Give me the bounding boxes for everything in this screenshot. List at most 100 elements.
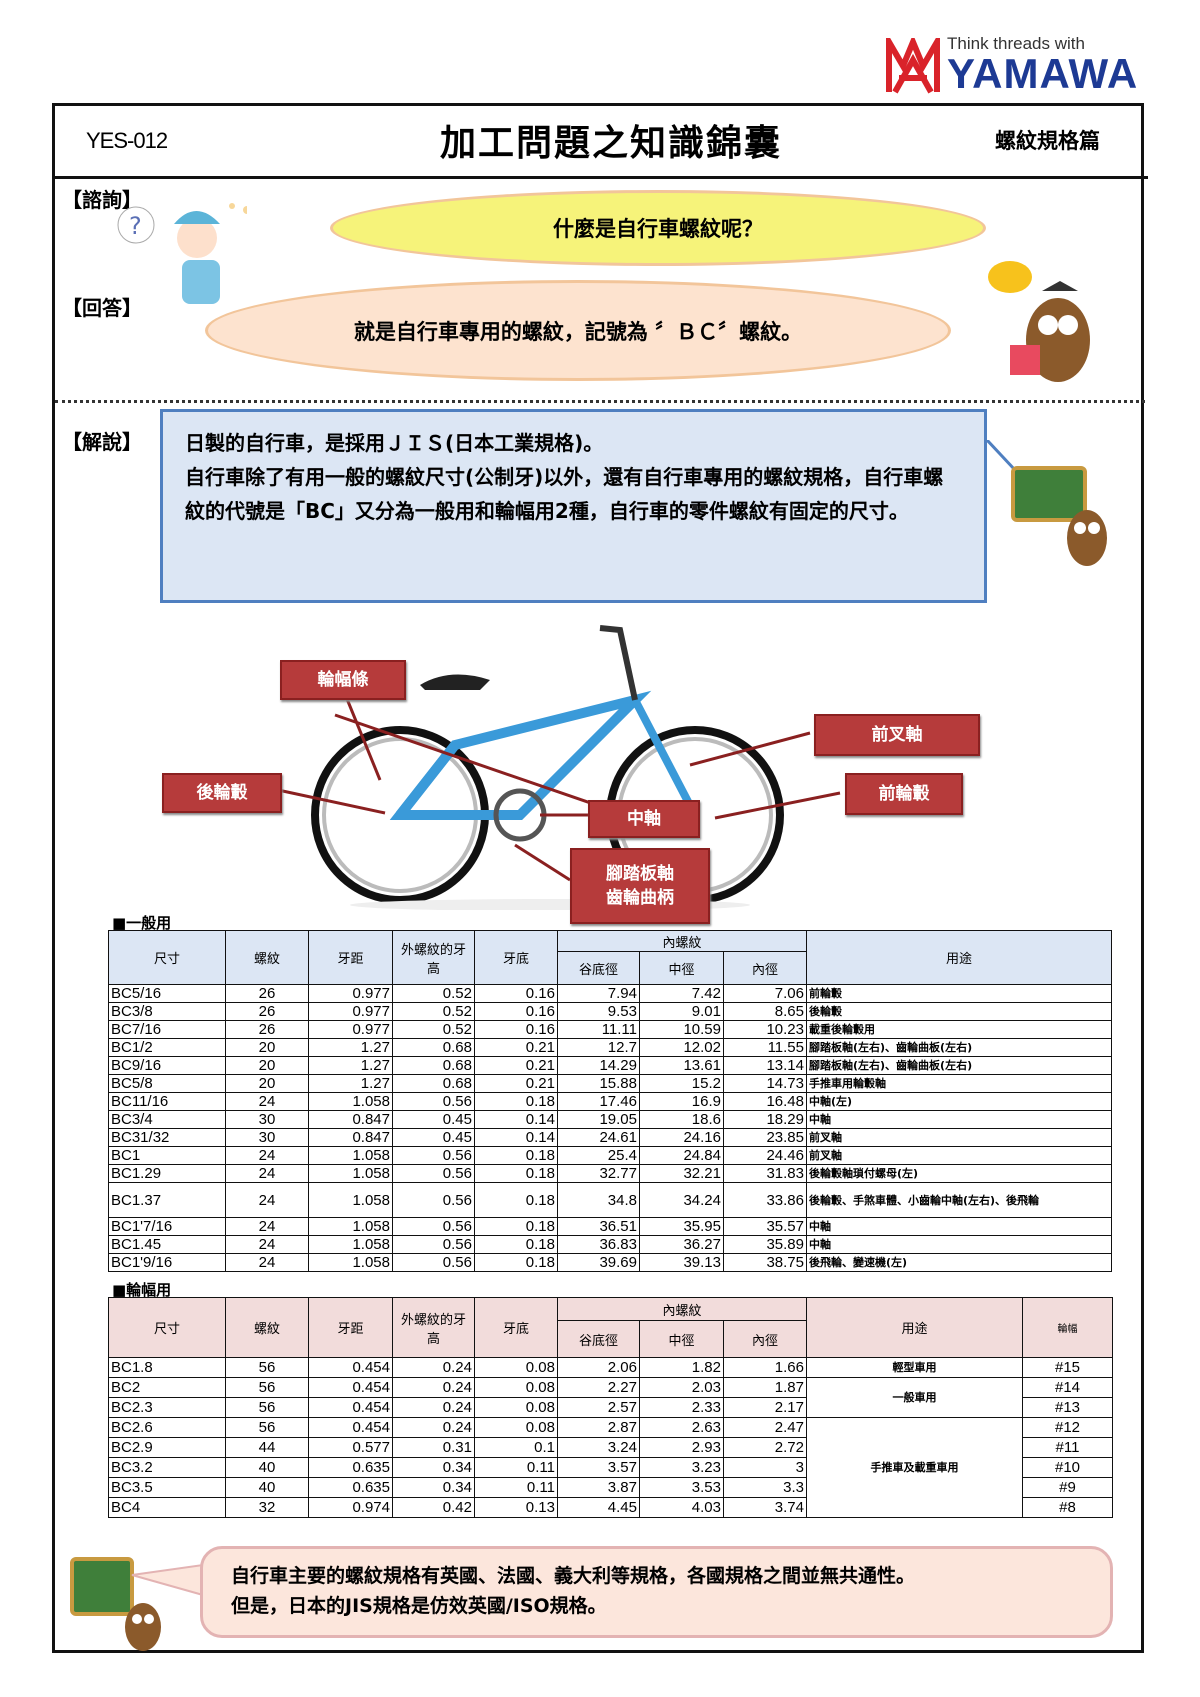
cell-root: 0.14 bbox=[474, 1128, 558, 1147]
cell-tpi: 24 bbox=[225, 1146, 309, 1165]
header-size: 尺寸 bbox=[108, 1297, 226, 1358]
cell-minor-diameter: 1.66 bbox=[723, 1357, 807, 1378]
cell-minor-diameter: 8.65 bbox=[723, 1002, 807, 1021]
cell-external-height: 0.56 bbox=[392, 1235, 475, 1254]
note-bubble: 自行車主要的螺紋規格有英國、法國、義大利等規格，各國規格之間並無共通性。 但是，… bbox=[200, 1546, 1113, 1638]
cell-tpi: 26 bbox=[225, 984, 309, 1003]
cell-pitch-diameter: 2.03 bbox=[639, 1377, 724, 1398]
cell-usage: 輕型車用 bbox=[806, 1357, 1023, 1378]
cell-tpi: 24 bbox=[225, 1253, 309, 1272]
cell-pitch-diameter: 34.24 bbox=[639, 1182, 724, 1218]
answer-cloud: 就是自行車專用的螺紋，記號為 〞ＢＣ〞螺紋。 bbox=[205, 280, 951, 381]
cell-root: 0.14 bbox=[474, 1110, 558, 1129]
header-tpi: 螺紋 bbox=[225, 930, 309, 985]
cell-minor-diameter: 18.29 bbox=[723, 1110, 807, 1129]
cell-pitch-diameter: 3.53 bbox=[639, 1477, 724, 1498]
header-root: 牙底 bbox=[474, 930, 558, 985]
cell-tpi: 44 bbox=[225, 1437, 309, 1458]
general-section-title: ■一般用 bbox=[112, 914, 172, 932]
cell-pitch: 0.454 bbox=[308, 1417, 393, 1438]
cell-tpi: 26 bbox=[225, 1002, 309, 1021]
cell-minor-diameter: 38.75 bbox=[723, 1253, 807, 1272]
cell-external-height: 0.52 bbox=[392, 1002, 475, 1021]
cell-usage: 腳踏板軸(左右)、齒輪曲板(左右) bbox=[806, 1056, 1112, 1075]
cell-major-diameter: 4.45 bbox=[557, 1497, 640, 1518]
cell-root: 0.11 bbox=[474, 1457, 558, 1478]
cell-minor-diameter: 35.89 bbox=[723, 1235, 807, 1254]
cell-major-diameter: 34.8 bbox=[557, 1182, 640, 1218]
cell-minor-diameter: 31.83 bbox=[723, 1164, 807, 1183]
cell-pitch-diameter: 12.02 bbox=[639, 1038, 724, 1057]
cell-major-diameter: 2.06 bbox=[557, 1357, 640, 1378]
explain-label: 【解說】 bbox=[62, 430, 142, 454]
cell-root: 0.16 bbox=[474, 1002, 558, 1021]
cell-external-height: 0.45 bbox=[392, 1110, 475, 1129]
cell-pitch-diameter: 24.16 bbox=[639, 1128, 724, 1147]
cell-root: 0.08 bbox=[474, 1397, 558, 1418]
cell-size: BC1.37 bbox=[108, 1182, 226, 1218]
label-front-fork: 前叉軸 bbox=[814, 714, 980, 756]
cell-pitch-diameter: 18.6 bbox=[639, 1110, 724, 1129]
cell-external-height: 0.52 bbox=[392, 1020, 475, 1039]
cell-pitch: 1.27 bbox=[308, 1056, 393, 1075]
cell-size: BC2.9 bbox=[108, 1437, 226, 1458]
cell-pitch-diameter: 7.42 bbox=[639, 984, 724, 1003]
cell-size: BC1'9/16 bbox=[108, 1253, 226, 1272]
cell-spoke-gauge: #14 bbox=[1022, 1377, 1113, 1398]
cell-size: BC5/8 bbox=[108, 1074, 226, 1093]
cell-pitch: 0.847 bbox=[308, 1128, 393, 1147]
cell-pitch-diameter: 39.13 bbox=[639, 1253, 724, 1272]
cell-tpi: 24 bbox=[225, 1182, 309, 1218]
cell-spoke-gauge: #10 bbox=[1022, 1457, 1113, 1478]
cell-minor-diameter: 11.55 bbox=[723, 1038, 807, 1057]
header-external-height: 外螺紋的牙高 bbox=[392, 930, 475, 985]
spoke-section-title: ■輪幅用 bbox=[112, 1281, 172, 1299]
cell-root: 0.18 bbox=[474, 1217, 558, 1236]
cell-pitch-diameter: 36.27 bbox=[639, 1235, 724, 1254]
cell-pitch-diameter: 24.84 bbox=[639, 1146, 724, 1165]
cell-usage: 後輪轂、手煞車體、小齒輪中軸(左右)、後飛輪 bbox=[806, 1182, 1112, 1218]
cell-major-diameter: 14.29 bbox=[557, 1056, 640, 1075]
cell-pitch: 0.635 bbox=[308, 1477, 393, 1498]
cell-external-height: 0.56 bbox=[392, 1182, 475, 1218]
cell-external-height: 0.68 bbox=[392, 1074, 475, 1093]
cell-minor-diameter: 10.23 bbox=[723, 1020, 807, 1039]
cell-tpi: 56 bbox=[225, 1417, 309, 1438]
cell-root: 0.08 bbox=[474, 1377, 558, 1398]
cell-tpi: 40 bbox=[225, 1457, 309, 1478]
cell-major-diameter: 3.87 bbox=[557, 1477, 640, 1498]
cell-pitch: 1.058 bbox=[308, 1092, 393, 1111]
cell-minor-diameter: 33.86 bbox=[723, 1182, 807, 1218]
cell-usage: 腳踏板軸(左右)、齒輪曲板(左右) bbox=[806, 1038, 1112, 1057]
cell-major-diameter: 36.51 bbox=[557, 1217, 640, 1236]
header-minor-diameter: 內徑 bbox=[723, 951, 807, 985]
cell-tpi: 26 bbox=[225, 1020, 309, 1039]
cell-major-diameter: 12.7 bbox=[557, 1038, 640, 1057]
explanation-line: 日製的自行車，是採用ＪＩＳ(日本工業規格)。 bbox=[185, 431, 604, 455]
cell-external-height: 0.42 bbox=[392, 1497, 475, 1518]
note-line: 但是，日本的JIS規格是仿效英國/ISO規格。 bbox=[231, 1595, 607, 1617]
cell-major-diameter: 2.27 bbox=[557, 1377, 640, 1398]
svg-text:?: ? bbox=[129, 212, 142, 240]
cell-tpi: 24 bbox=[225, 1164, 309, 1183]
cell-major-diameter: 7.94 bbox=[557, 984, 640, 1003]
cell-tpi: 56 bbox=[225, 1357, 309, 1378]
header-internal-thread: 內螺紋 bbox=[557, 1297, 807, 1321]
cell-size: BC9/16 bbox=[108, 1056, 226, 1075]
yamawa-mark-icon bbox=[886, 38, 940, 94]
cell-pitch-diameter: 1.82 bbox=[639, 1357, 724, 1378]
cell-root: 0.18 bbox=[474, 1146, 558, 1165]
cell-pitch-diameter: 2.33 bbox=[639, 1397, 724, 1418]
cell-usage: 後飛輪、變速機(左) bbox=[806, 1253, 1112, 1272]
